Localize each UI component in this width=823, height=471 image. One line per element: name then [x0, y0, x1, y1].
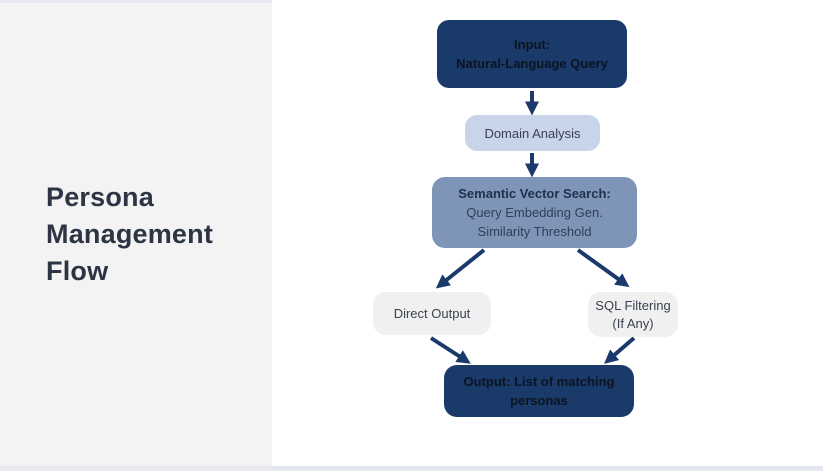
- node-domain-analysis: Domain Analysis: [465, 115, 600, 151]
- footer-strip: [0, 466, 823, 471]
- node-semantic-vector-search: Semantic Vector Search: Query Embedding …: [432, 177, 637, 248]
- arrow-semantic-to-direct-output: [435, 248, 486, 289]
- node-sql-filtering-line-2: (If Any): [612, 315, 654, 331]
- page-title: Persona Management Flow: [46, 179, 213, 290]
- node-direct-output-label: Direct Output: [393, 306, 471, 321]
- arrow-direct-output-to-output: [429, 336, 471, 364]
- sidebar: Persona Management Flow: [0, 0, 272, 471]
- node-semantic-line-3: Similarity Threshold: [477, 224, 592, 239]
- page-title-line-2: Management: [46, 219, 214, 249]
- node-output-line-2: personas: [510, 393, 568, 408]
- node-direct-output: Direct Output: [373, 292, 491, 335]
- footer-strip-right: [272, 466, 823, 471]
- page-title-line-3: Flow: [46, 256, 109, 286]
- node-input-line-2: Natural-Language Query: [456, 56, 608, 71]
- node-output-line-1: Output: List of matching: [463, 374, 615, 389]
- node-semantic-line-1: Semantic Vector Search:: [458, 186, 611, 201]
- node-input-line-1: Input:: [513, 37, 551, 52]
- arrow-sql-filtering-to-output: [604, 336, 636, 364]
- node-semantic-line-2: Query Embedding Gen.: [466, 205, 603, 220]
- node-sql-filtering-line-1: SQL Filtering: [595, 297, 671, 313]
- page-title-line-1: Persona: [46, 182, 154, 212]
- footer-strip-left: [0, 466, 272, 471]
- node-input: Input: Natural-Language Query: [437, 20, 627, 88]
- node-domain-analysis-label: Domain Analysis: [484, 125, 581, 141]
- node-output: Output: List of matching personas: [444, 365, 634, 417]
- arrow-semantic-to-sql-filtering: [576, 248, 630, 288]
- node-sql-filtering: SQL Filtering (If Any): [588, 292, 678, 337]
